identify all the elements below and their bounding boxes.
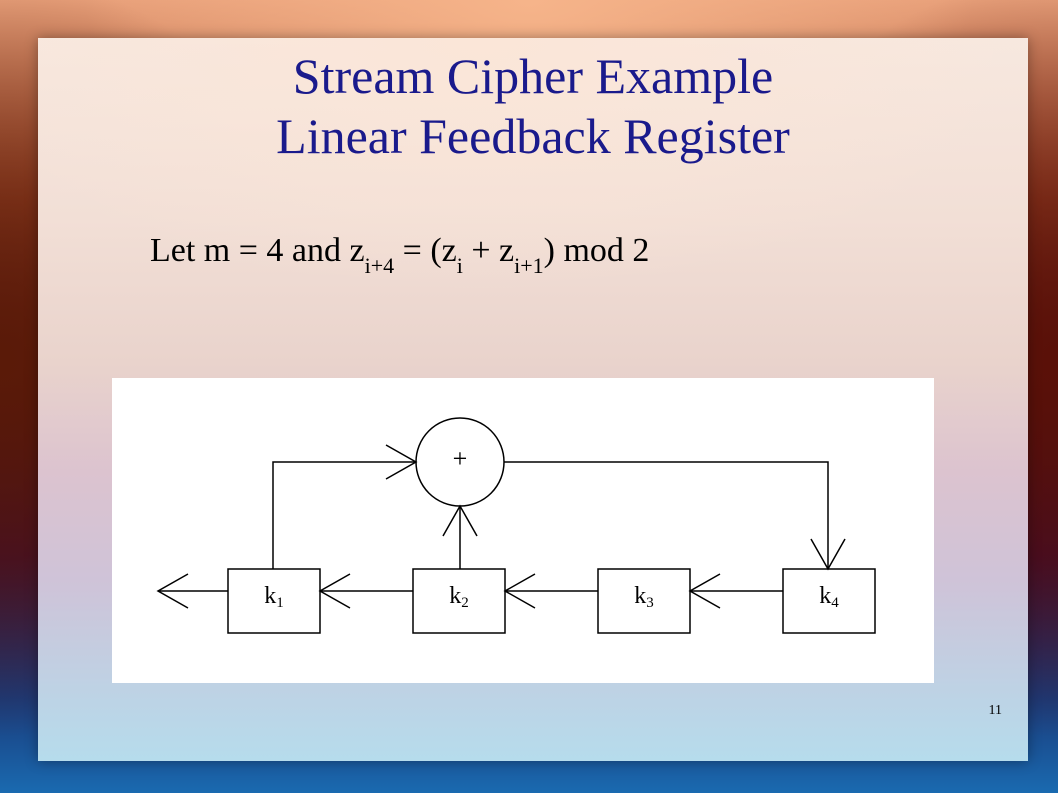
tap-k2-to-adder bbox=[442, 504, 478, 569]
register-k1-sub: 1 bbox=[276, 595, 284, 611]
register-label-k2: k2 bbox=[413, 583, 505, 612]
register-label-k1: k1 bbox=[228, 583, 320, 612]
slide: Stream Cipher Example Linear Feedback Re… bbox=[38, 38, 1028, 761]
formula-text-1: Let m = 4 and z bbox=[150, 232, 365, 269]
register-k2-sub: 2 bbox=[461, 595, 469, 611]
slide-title-line-2: Linear Feedback Register bbox=[276, 108, 790, 164]
lfsr-diagram: + k1 k2 k3 k4 bbox=[112, 378, 934, 683]
arrow-k3-to-k2 bbox=[503, 573, 598, 609]
register-label-k3: k3 bbox=[598, 583, 690, 612]
formula-subscript-1: i+4 bbox=[364, 253, 395, 278]
formula-text-2: = (z bbox=[394, 232, 457, 269]
formula-text-3: + z bbox=[462, 232, 515, 269]
register-box-k3 bbox=[597, 568, 691, 634]
register-k2-base: k bbox=[449, 583, 462, 609]
slide-title-line-1: Stream Cipher Example bbox=[292, 48, 774, 104]
register-box-k1 bbox=[227, 568, 321, 634]
page-number: 11 bbox=[988, 703, 1002, 718]
arrow-k4-to-k3 bbox=[688, 573, 783, 609]
formula-text-4: ) mod 2 bbox=[543, 232, 650, 269]
register-k4-base: k bbox=[819, 583, 832, 609]
recurrence-formula: Let m = 4 and zi+4 = (zi + zi+1) mod 2 bbox=[150, 232, 649, 279]
register-label-k4: k4 bbox=[783, 583, 875, 612]
register-k4-sub: 4 bbox=[831, 595, 839, 611]
output-arrow bbox=[156, 573, 228, 609]
register-k3-sub: 3 bbox=[646, 595, 654, 611]
arrow-k2-to-k1 bbox=[318, 573, 413, 609]
lfsr-diagram-lines bbox=[156, 417, 876, 634]
formula-subscript-3: i+1 bbox=[514, 253, 544, 278]
register-box-k2 bbox=[412, 568, 506, 634]
tap-k1-to-adder bbox=[272, 444, 418, 569]
formula-subscript-2: i bbox=[456, 253, 463, 278]
feedback-adder-to-k4 bbox=[504, 461, 846, 571]
register-k3-base: k bbox=[634, 583, 647, 609]
register-box-k4 bbox=[782, 568, 876, 634]
adder-plus-symbol: + bbox=[452, 444, 468, 473]
register-k1-base: k bbox=[264, 583, 277, 609]
